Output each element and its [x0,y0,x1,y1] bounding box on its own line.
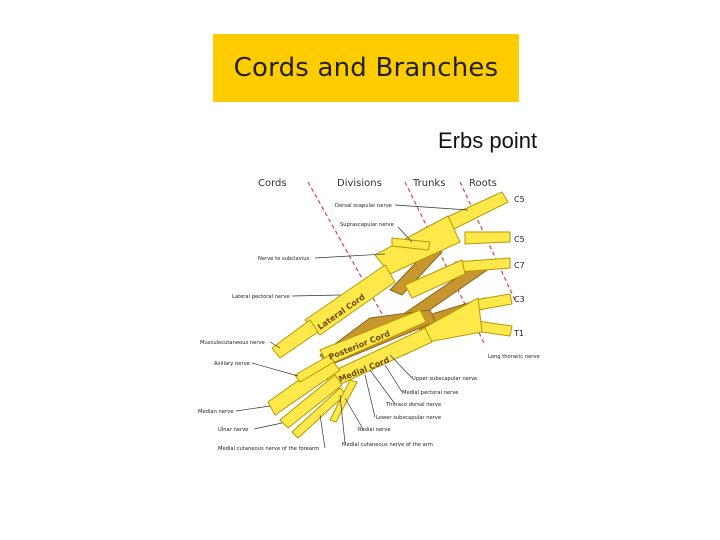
musculocutaneous-branch [271,319,319,359]
header-trunks: Trunks [412,178,445,189]
leader-musculocutaneous [269,341,281,349]
erbs-point-label: Erbs point [438,128,538,153]
leader-dorsal-scapular [394,204,469,211]
label-ulnar: Ulnar nerve [218,427,248,433]
root-label-3: C7 [514,261,525,270]
label-forearm-cutaneous: Medial cutaneous nerve of the forearm [218,446,319,452]
label-nerve-to-subclavius: Nerve to subclavius [258,256,310,262]
root-c8 [474,293,513,311]
leader-suprascapular [397,226,413,243]
label-long-thoracic: Long thoracic nerve [488,354,540,360]
root-c5-upper [444,191,509,231]
radial-branch [329,379,358,423]
leader-axillary [251,362,299,377]
ulnar-branch [279,374,343,429]
header-roots: Roots [469,178,497,189]
leader-lateral-pectoral [291,294,341,297]
label-axillary: Axillary nerve [214,361,250,367]
label-radial: Radial nerve [358,427,391,433]
label-lower-subscapular: Lower subscapular nerve [376,415,441,421]
root-label-1: C5 [514,195,525,204]
slide-title: Cords and Branches [233,53,499,83]
leader-nerve-to-subclavius [314,253,386,259]
label-medial-pectoral: Medial pectoral nerve [402,390,459,396]
suprascapular-branch [391,237,431,251]
root-c5 [464,231,511,245]
leader-arm-cutaneous [339,394,346,444]
guide-line-cords-divisions [307,181,406,356]
brachial-plexus-diagram: Cords Divisions Trunks Roots [198,178,540,452]
root-label-2: C5 [514,235,525,244]
leader-ulnar [253,422,283,430]
header-cords: Cords [258,178,287,189]
middle-trunk [404,259,466,299]
label-musculocutaneous: Musculocutaneous nerve [200,340,265,346]
leader-thoraco-dorsal [369,369,396,405]
label-upper-subscapular: Upper subscapular nerve [412,376,477,382]
guide-line-divisions-trunks [404,181,486,346]
label-dorsal-scapular: Dorsal scapular nerve [335,203,392,209]
header-divisions: Divisions [337,178,382,189]
label-lateral-pectoral: Lateral pectoral nerve [232,294,290,300]
leader-forearm-cutaneous [319,414,326,449]
leader-lower-subscapular [364,374,376,418]
leader-medial-pectoral [384,364,403,393]
nerve-bundles [267,191,513,439]
root-label-5: T1 [513,329,524,338]
leader-upper-subscapular [389,354,413,379]
branch-leader-lines [235,204,469,449]
axillary-branch [294,354,335,383]
title-box: Cords and Branches [213,34,519,102]
leader-radial [344,397,364,430]
label-suprascapular: Suprascapular nerve [340,222,394,228]
label-median: Median nerve [198,409,233,415]
leader-median [235,405,271,412]
label-arm-cutaneous: Medial cutaneous nerve of the arm [342,442,433,448]
root-label-4: C3 [514,295,525,304]
label-thoraco-dorsal: Thoraco dorsal nerve [385,402,441,408]
